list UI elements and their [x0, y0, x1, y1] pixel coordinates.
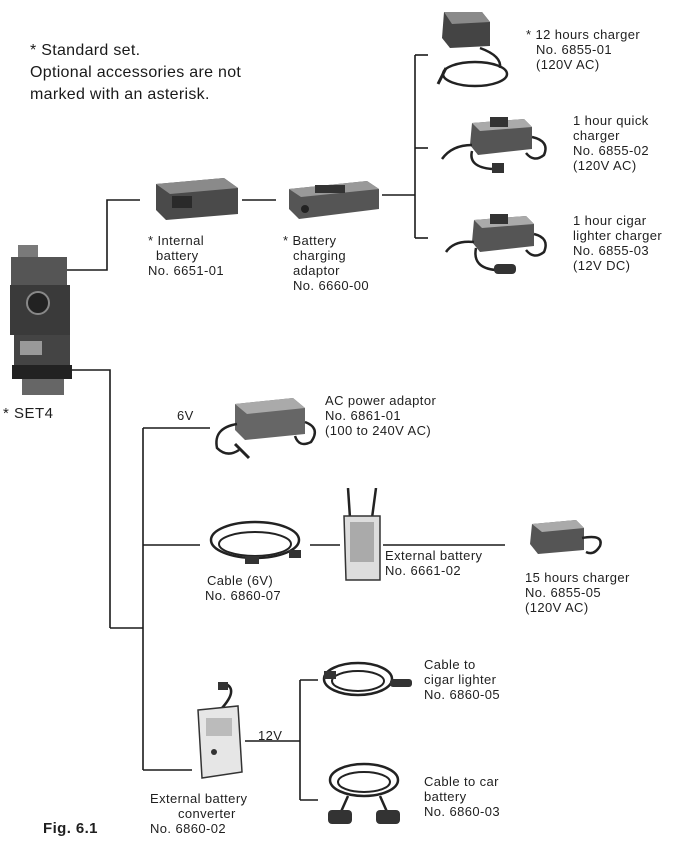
charger-12h-label: * 12 hours charger No. 6855-01 (120V AC)	[526, 27, 640, 72]
charger-1h-cigar-line-4: (12V DC)	[573, 258, 631, 273]
internal-battery-label: * Internal battery No. 6651-01	[148, 233, 224, 278]
internal-battery-line-2: battery	[156, 248, 199, 263]
legend-line-3: marked with an asterisk.	[30, 86, 210, 103]
internal-battery-image	[150, 170, 242, 226]
charger-15h-label: 15 hours charger No. 6855-05 (120V AC)	[525, 570, 630, 615]
charging-adaptor-label: * Battery charging adaptor No. 6660-00	[283, 233, 369, 293]
ac-power-adaptor-line-1: AC power adaptor	[325, 393, 437, 408]
battery-converter-line-1: External battery	[150, 791, 248, 806]
charging-adaptor-image	[285, 175, 383, 225]
charger-1h-cigar-line-2: lighter charger	[573, 228, 663, 243]
ac-power-adaptor-label: AC power adaptor No. 6861-01 (100 to 240…	[325, 393, 436, 438]
charger-1h-quick-line-1: 1 hour quick	[573, 113, 649, 128]
cable-cigar-line-2: cigar lighter	[424, 672, 497, 687]
cable-cigar-label: Cable to cigar lighter No. 6860-05	[424, 657, 500, 702]
set4-instrument-image	[8, 245, 74, 405]
charger-1h-quick-image	[432, 115, 552, 177]
battery-converter-line-3: No. 6860-02	[150, 821, 226, 836]
cable-cigar-image	[318, 655, 418, 705]
charger-12h-image	[430, 8, 515, 98]
charging-adaptor-line-4: No. 6660-00	[293, 278, 369, 293]
voltage-label-6v: 6V	[177, 408, 194, 423]
charger-1h-quick-line-3: No. 6855-02	[573, 143, 649, 158]
charger-15h-image	[520, 512, 610, 562]
charging-adaptor-line-1: * Battery	[283, 233, 337, 248]
charger-1h-cigar-label: 1 hour cigar lighter charger No. 6855-03…	[573, 213, 662, 273]
charger-1h-quick-line-2: charger	[573, 128, 620, 143]
battery-converter-image	[192, 682, 248, 784]
charger-15h-line-2: No. 6855-05	[525, 585, 601, 600]
internal-battery-line-1: * Internal	[148, 233, 205, 248]
charger-1h-cigar-line-3: No. 6855-03	[573, 243, 649, 258]
legend-note: * Standard set. Optional accessories are…	[30, 40, 241, 106]
legend-line-1: * Standard set.	[30, 42, 141, 59]
cable-6v-line-1: Cable (6V)	[207, 573, 274, 588]
legend-line-2: Optional accessories are not	[30, 64, 242, 81]
charger-1h-quick-label: 1 hour quick charger No. 6855-02 (120V A…	[573, 113, 649, 173]
cable-car-label: Cable to car battery No. 6860-03	[424, 774, 500, 819]
ac-power-adaptor-line-3: (100 to 240V AC)	[325, 423, 432, 438]
cable-car-image	[318, 758, 418, 830]
charger-1h-quick-line-4: (120V AC)	[573, 158, 637, 173]
charger-12h-line-1: * 12 hours charger	[526, 27, 641, 42]
cable-6v-image	[205, 512, 305, 572]
charger-15h-line-1: 15 hours charger	[525, 570, 630, 585]
cable-car-line-1: Cable to car	[424, 774, 499, 789]
internal-battery-line-3: No. 6651-01	[148, 263, 224, 278]
cable-car-line-3: No. 6860-03	[424, 804, 500, 819]
charger-15h-line-3: (120V AC)	[525, 600, 589, 615]
charger-12h-line-2: No. 6855-01	[536, 42, 612, 57]
charger-12h-line-3: (120V AC)	[536, 57, 600, 72]
cable-car-line-2: battery	[424, 789, 467, 804]
ac-power-adaptor-image	[205, 388, 325, 464]
cable-cigar-line-1: Cable to	[424, 657, 476, 672]
cable-6v-label: Cable (6V) No. 6860-07	[205, 573, 281, 603]
figure-caption: Fig. 6.1	[43, 820, 98, 837]
external-battery-label: External battery No. 6661-02	[385, 548, 482, 578]
external-battery-image	[340, 488, 384, 584]
external-battery-line-1: External battery	[385, 548, 483, 563]
battery-converter-label: External battery converter No. 6860-02	[150, 791, 247, 836]
charging-adaptor-line-3: adaptor	[293, 263, 340, 278]
charger-1h-cigar-line-1: 1 hour cigar	[573, 213, 647, 228]
battery-converter-line-2: converter	[178, 806, 236, 821]
cable-cigar-line-3: No. 6860-05	[424, 687, 500, 702]
set4-label: * SET4	[3, 405, 54, 422]
voltage-label-12v: 12V	[258, 728, 283, 743]
external-battery-line-2: No. 6661-02	[385, 563, 461, 578]
charger-1h-cigar-image	[432, 212, 552, 278]
ac-power-adaptor-line-2: No. 6861-01	[325, 408, 401, 423]
charging-adaptor-line-2: charging	[293, 248, 347, 263]
cable-6v-line-2: No. 6860-07	[205, 588, 281, 603]
